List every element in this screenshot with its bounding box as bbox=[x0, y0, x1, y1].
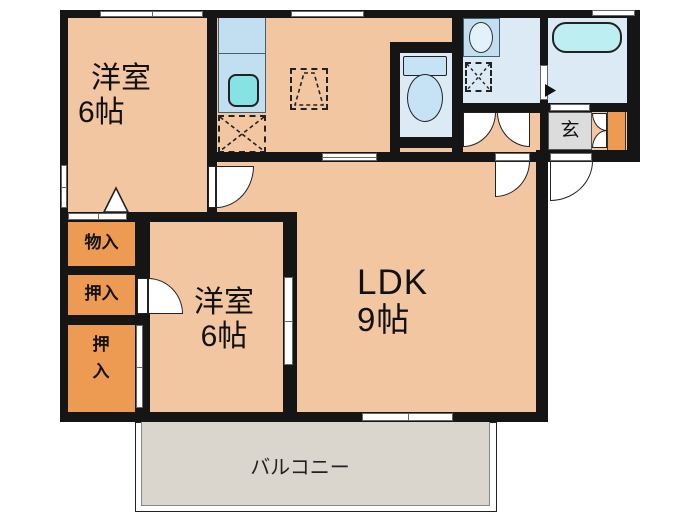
door-swing-ldk-entrance bbox=[550, 161, 593, 201]
closet-lower bbox=[68, 325, 135, 412]
wall-bedroom1-right bbox=[207, 10, 217, 222]
wall-closet-divider2 bbox=[68, 315, 135, 325]
wall-ldk-top bbox=[217, 152, 640, 162]
wall-bottom bbox=[60, 412, 548, 422]
window-mullion bbox=[285, 321, 292, 322]
bedroom1-size: 6帖 bbox=[78, 95, 125, 129]
ldk-label: LDK 9帖 bbox=[357, 263, 467, 339]
window-mullion bbox=[152, 12, 153, 16]
wall-ldk-right bbox=[536, 152, 548, 422]
wall-toilet-bottom bbox=[390, 137, 463, 148]
bedroom1-name: 洋室 bbox=[91, 62, 151, 95]
wall-toilet-top bbox=[390, 42, 452, 53]
window-top-bathroom bbox=[592, 10, 635, 16]
window-mullion bbox=[408, 414, 409, 420]
window-left-bedroom1 bbox=[61, 165, 67, 208]
bedroom2-label: 洋室 6帖 bbox=[170, 286, 278, 353]
bathtub-icon bbox=[552, 22, 622, 53]
toilet-tank-icon bbox=[403, 56, 447, 76]
entrance-floor bbox=[548, 112, 592, 150]
wall-washroom-left bbox=[452, 18, 463, 152]
window-mullion bbox=[323, 157, 376, 158]
kitchen-counter-icon bbox=[218, 17, 266, 54]
storage-closet bbox=[68, 222, 135, 266]
ldk-size: 9帖 bbox=[357, 301, 411, 339]
door-leaf-bedroom1 bbox=[208, 166, 216, 208]
opening-ldk-hall bbox=[495, 153, 530, 161]
refrigerator-space-icon bbox=[218, 115, 266, 153]
window-mullion bbox=[98, 214, 99, 219]
toilet-bowl-icon bbox=[407, 74, 443, 122]
dining-space-icon bbox=[290, 68, 328, 110]
bedroom1-label: 洋室 6帖 bbox=[70, 62, 172, 129]
door-leaf-bedroom2 bbox=[137, 278, 148, 314]
closet-upper bbox=[68, 275, 135, 315]
wall-closet-divider1 bbox=[68, 266, 135, 275]
closet-lower-label: 押入 bbox=[92, 335, 110, 382]
window-top-bedroom1 bbox=[100, 11, 203, 17]
wall-right bbox=[627, 10, 640, 162]
wall-bedroom1-bottom bbox=[60, 212, 297, 222]
balcony-label: バルコニー bbox=[250, 457, 350, 479]
opening-ldk-entrance bbox=[550, 153, 592, 161]
opening-entrance-top bbox=[550, 104, 590, 111]
wall-toilet-left bbox=[390, 42, 400, 152]
window-mullion bbox=[62, 187, 66, 188]
ldk-name: LDK bbox=[357, 263, 429, 302]
closet-upper-label: 押入 bbox=[84, 284, 119, 303]
bedroom2-name: 洋室 bbox=[194, 286, 254, 319]
window-mullion bbox=[137, 367, 142, 368]
shoe-cabinet bbox=[607, 110, 626, 152]
sliding-door-bedroom2-ldk bbox=[284, 277, 293, 365]
kitchen-sink-icon bbox=[228, 74, 259, 107]
window-kitchen-ldk bbox=[322, 153, 377, 161]
storage-label: 物入 bbox=[84, 233, 119, 252]
balcony-floor bbox=[141, 422, 490, 506]
washing-machine-space-icon bbox=[465, 62, 492, 92]
bedroom2-size: 6帖 bbox=[200, 319, 248, 353]
entrance-label: 玄 bbox=[560, 120, 580, 141]
wall-washroom-bottom bbox=[452, 103, 545, 113]
bath-door bbox=[540, 65, 548, 100]
sliding-door-bedroom1-bottom bbox=[68, 213, 127, 220]
window-top-kitchen bbox=[291, 11, 364, 17]
sliding-door-closet bbox=[136, 325, 143, 408]
sliding-door-balcony bbox=[362, 413, 453, 421]
washbasin-icon bbox=[469, 22, 493, 53]
